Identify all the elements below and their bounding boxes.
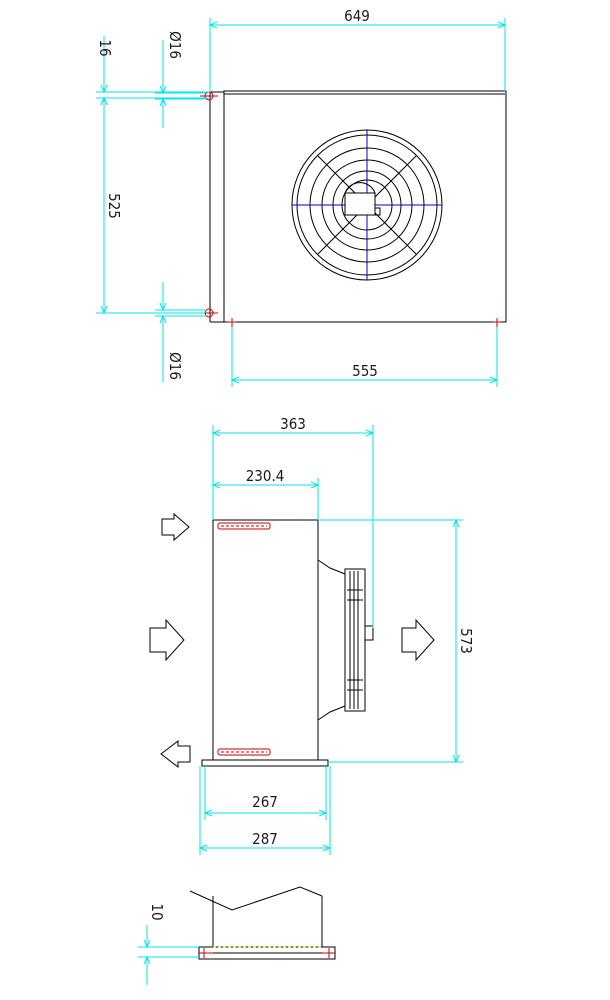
top-view-housing <box>223 90 507 323</box>
slot-lower-icon <box>217 748 271 756</box>
dim-side-base-inner: 267 <box>252 793 278 811</box>
fan-motor-profile-icon <box>317 559 374 721</box>
dim-side-depth: 363 <box>280 415 306 433</box>
flange-bolt-left-icon <box>199 948 213 958</box>
dim-side-base-outer: 287 <box>252 830 278 848</box>
inlet-arrow-main-icon <box>149 618 185 662</box>
dim-flange-thickness: 10 <box>148 903 166 920</box>
fan-guard-icon <box>291 129 443 281</box>
side-view: 363 230.4 573 267 287 <box>149 415 475 855</box>
dim-side-body-depth: 230.4 <box>246 467 285 485</box>
dim-top-hole-lower: Ø16 <box>166 352 184 380</box>
flange-detail-view: 10 <box>138 886 336 985</box>
dim-side-height: 573 <box>457 628 475 654</box>
flange-bolt-right-icon <box>322 948 335 958</box>
inlet-arrow-upper-icon <box>161 512 190 542</box>
break-line <box>189 886 323 911</box>
side-view-housing <box>212 519 319 761</box>
dim-top-base-width: 555 <box>352 362 378 380</box>
outlet-arrow-icon <box>401 618 435 662</box>
side-view-base-plate <box>201 759 329 767</box>
dim-top-width: 649 <box>344 7 370 25</box>
slot-upper-icon <box>217 522 271 530</box>
outlet-arrow-lower-icon <box>160 739 191 769</box>
top-view: 649 16 Ø16 525 Ø16 555 <box>96 7 507 387</box>
dim-top-height: 525 <box>105 193 123 219</box>
dim-top-bolt-offset: 16 <box>96 39 114 56</box>
dim-top-hole-upper: Ø16 <box>166 31 184 59</box>
